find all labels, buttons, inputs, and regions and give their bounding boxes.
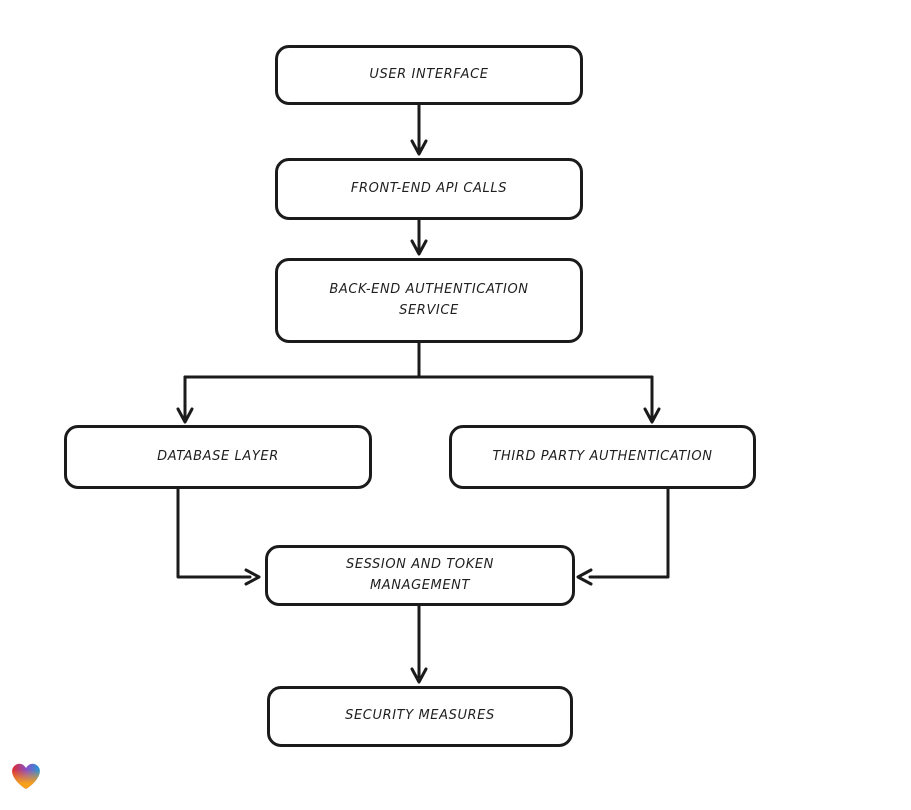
edge-user-interface-to-front-end xyxy=(410,103,428,156)
node-label: THIRD PARTY AUTHENTICATION xyxy=(492,448,713,464)
edge-back-end-branch xyxy=(176,341,661,424)
node-label: DATABASE LAYER xyxy=(157,448,279,464)
node-security-measures: SECURITY MEASURES xyxy=(267,686,573,747)
node-label: SESSION AND TOKEN MANAGEMENT xyxy=(345,557,495,593)
arrowhead-down-icon xyxy=(410,139,428,156)
arrowhead-down-icon xyxy=(410,239,428,256)
node-label: SECURITY MEASURES xyxy=(345,708,495,724)
node-back-end-authentication-service: BACK-END AUTHENTICATION SERVICE xyxy=(275,258,583,343)
brand-heart-logo xyxy=(8,759,44,793)
node-database-layer: DATABASE LAYER xyxy=(64,425,372,489)
node-user-interface: USER INTERFACE xyxy=(275,45,583,105)
node-front-end-api-calls: FRONT-END API CALLS xyxy=(275,158,583,220)
heart-gradient-icon xyxy=(12,763,40,789)
edge-third-party-to-session xyxy=(576,487,670,586)
arrowhead-down-icon xyxy=(176,407,194,424)
edge-session-to-security xyxy=(410,604,428,684)
node-label: USER INTERFACE xyxy=(369,66,489,82)
arrowhead-down-icon xyxy=(410,667,428,684)
edge-front-end-to-back-end xyxy=(410,218,428,256)
arrowhead-right-icon xyxy=(244,568,261,586)
arrowhead-down-icon xyxy=(643,407,661,424)
arrowhead-left-icon xyxy=(576,568,593,586)
node-third-party-authentication: THIRD PARTY AUTHENTICATION xyxy=(449,425,756,489)
node-label: BACK-END AUTHENTICATION SERVICE xyxy=(329,282,529,318)
node-session-and-token-management: SESSION AND TOKEN MANAGEMENT xyxy=(265,545,575,606)
node-label: FRONT-END API CALLS xyxy=(350,180,508,196)
edge-database-to-session xyxy=(176,487,261,586)
